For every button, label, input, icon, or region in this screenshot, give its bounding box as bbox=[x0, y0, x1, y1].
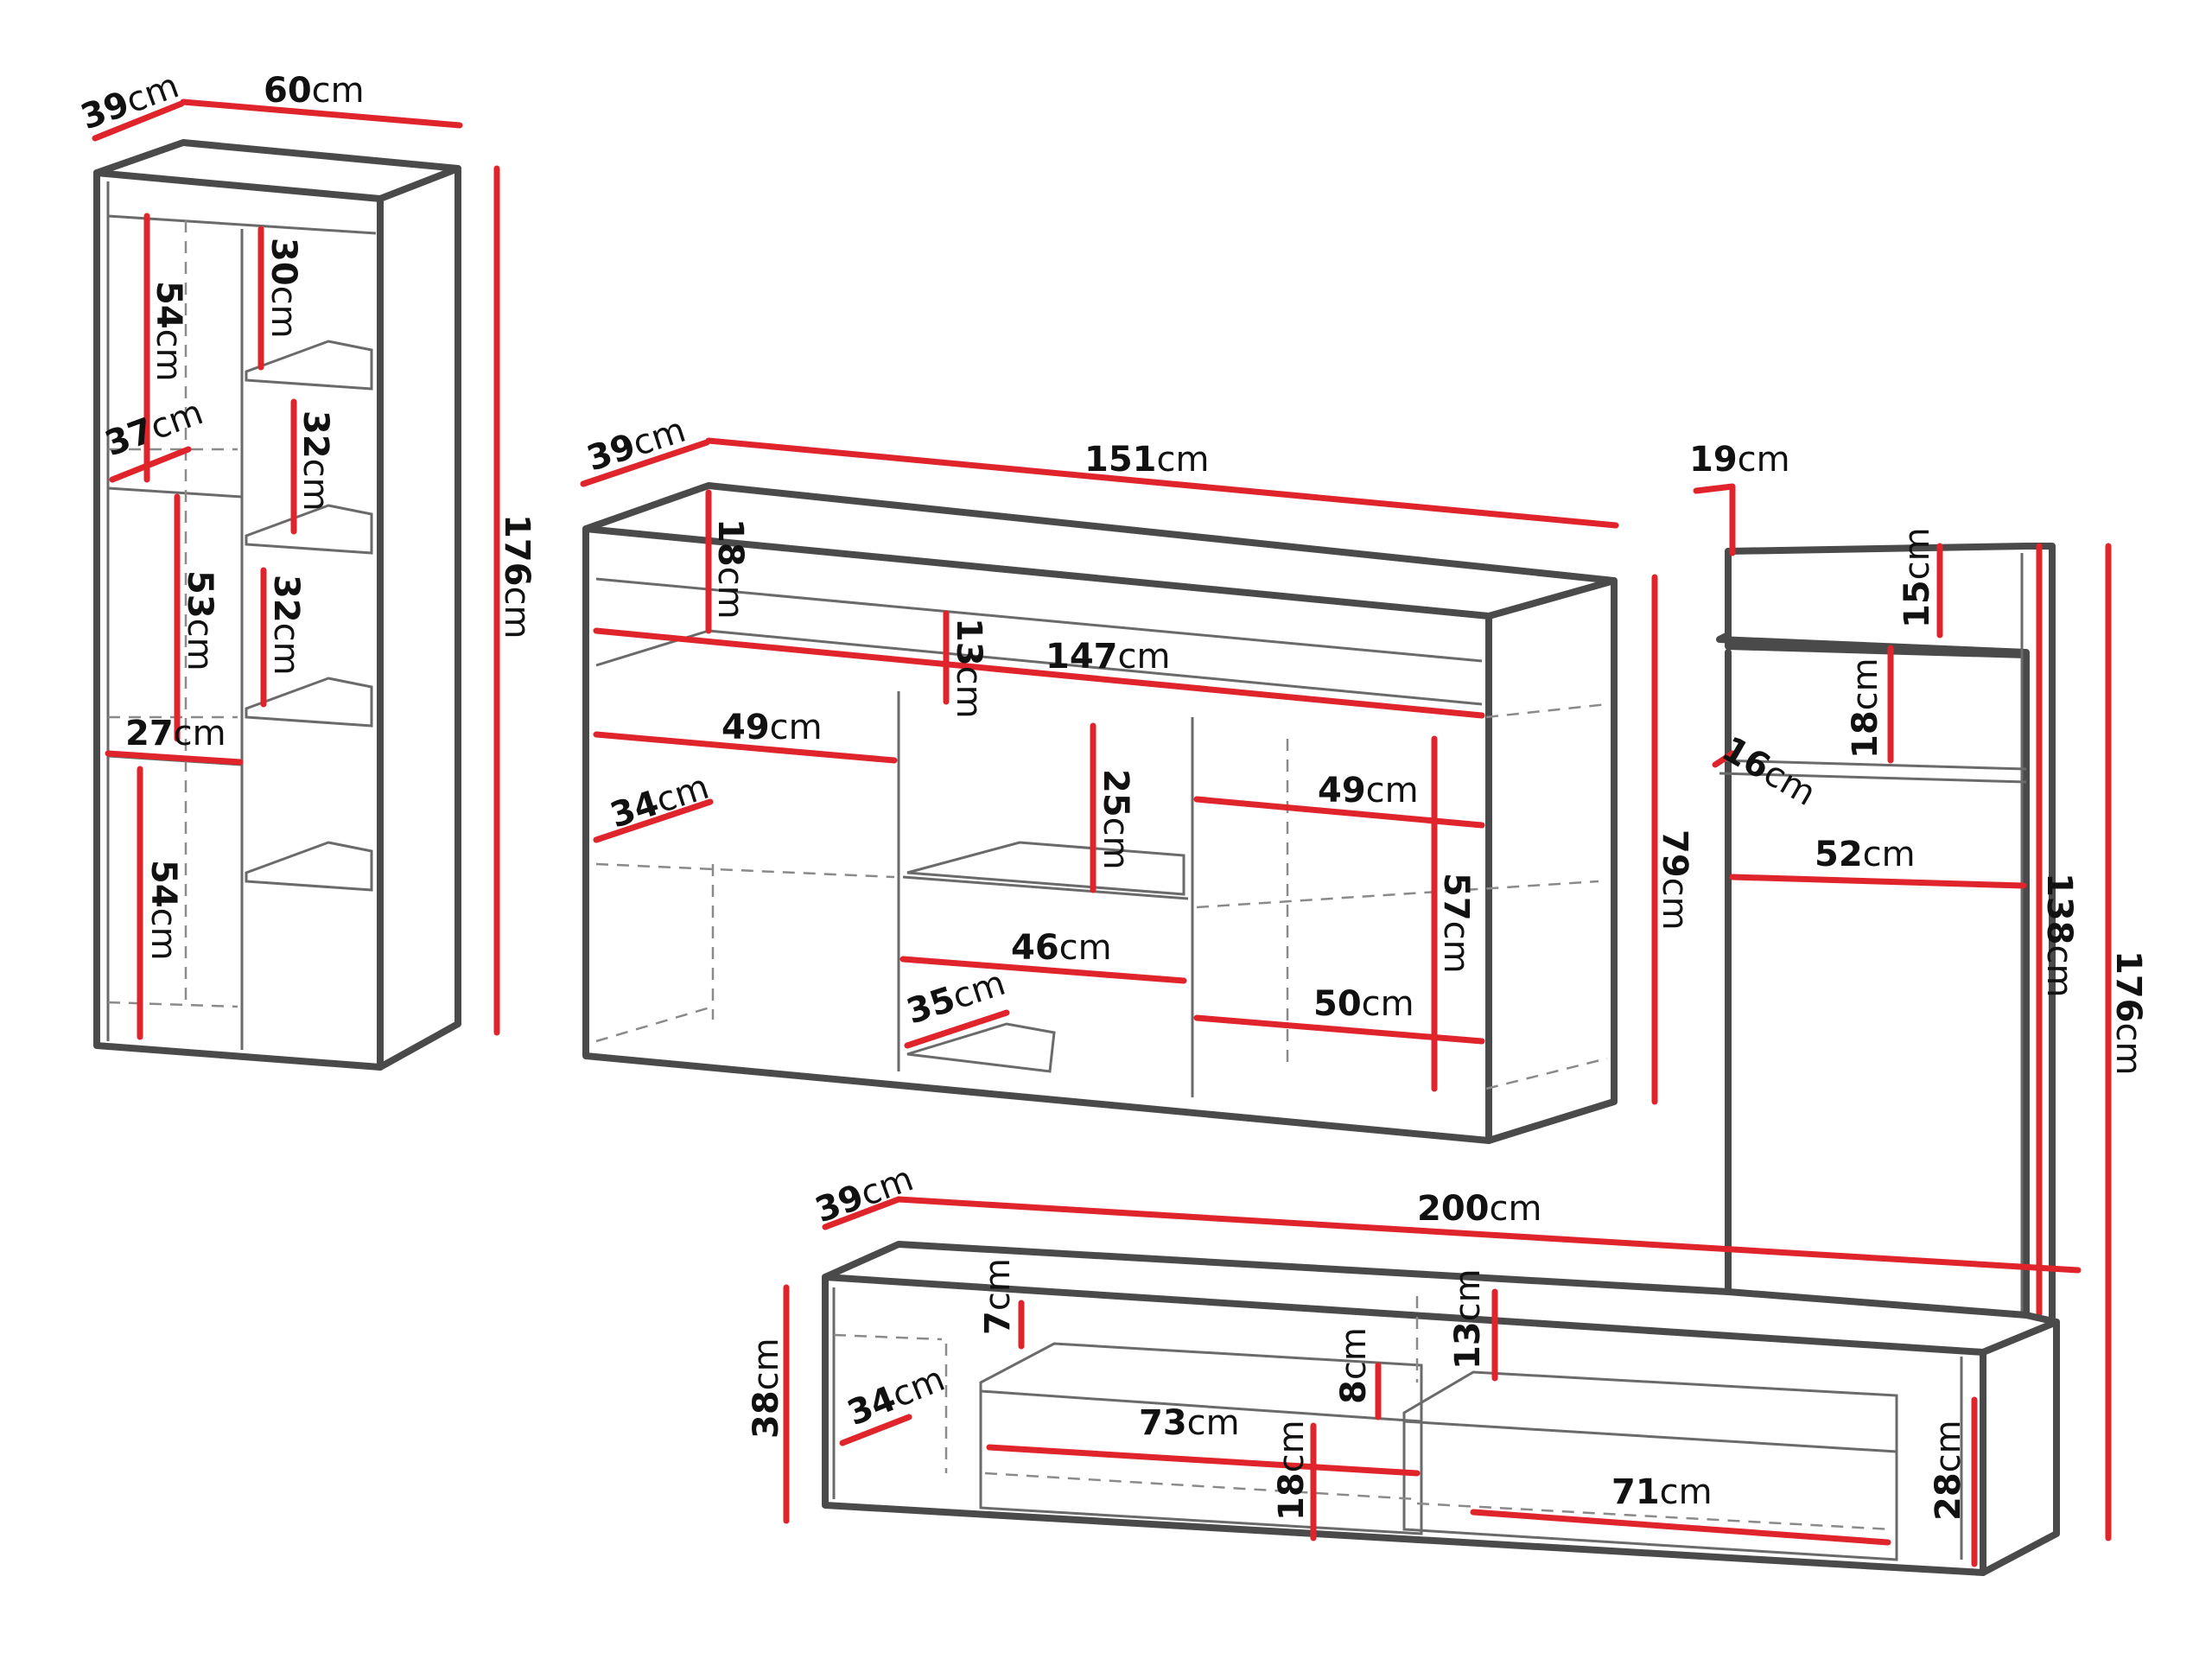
wall-panel bbox=[1716, 543, 2056, 1321]
sideboard bbox=[582, 482, 1618, 1144]
svg-text:52cm: 52cm bbox=[1815, 835, 1916, 874]
tv-stand-depth-line bbox=[822, 1196, 902, 1230]
svg-text:151cm: 151cm bbox=[1084, 440, 1209, 480]
svg-text:54cm: 54cm bbox=[149, 281, 188, 382]
wall-panel-labels: 19cm 15cm 18cm 16cm 52cm 138cm 176cm bbox=[1689, 440, 2148, 1075]
bookcase bbox=[93, 139, 461, 1071]
svg-text:13cm: 13cm bbox=[1448, 1268, 1488, 1370]
svg-text:49cm: 49cm bbox=[1318, 771, 1419, 810]
tv-stand-width-line bbox=[895, 1196, 2082, 1274]
svg-text:54cm: 54cm bbox=[143, 860, 183, 961]
svg-text:19cm: 19cm bbox=[1689, 440, 1790, 480]
svg-text:138cm: 138cm bbox=[2039, 873, 2079, 997]
wall-panel-depth-line bbox=[1693, 483, 1736, 494]
svg-text:27cm: 27cm bbox=[125, 714, 226, 753]
svg-text:32cm: 32cm bbox=[296, 410, 335, 512]
wall-panel-depth-value: 19 bbox=[1689, 440, 1738, 480]
bookcase-dimensions bbox=[92, 99, 500, 1040]
sideboard-width-line bbox=[705, 437, 1619, 529]
svg-text:73cm: 73cm bbox=[1139, 1403, 1240, 1443]
sideboard-labels: 39cm 151cm 79cm 18cm 13cm 147cm 49cm 34c… bbox=[582, 410, 1694, 1033]
svg-text:18cm: 18cm bbox=[1272, 1420, 1312, 1521]
svg-text:15cm: 15cm bbox=[1897, 527, 1937, 628]
svg-text:8cm: 8cm bbox=[1334, 1327, 1374, 1404]
svg-text:49cm: 49cm bbox=[721, 708, 823, 747]
svg-text:18cm: 18cm bbox=[1846, 658, 1885, 759]
svg-text:13cm: 13cm bbox=[949, 618, 988, 719]
svg-text:30cm: 30cm bbox=[264, 238, 303, 339]
wall-panel-dimensions bbox=[1693, 483, 2112, 1541]
wall-panel-height-value: 138 bbox=[2039, 873, 2079, 945]
svg-text:57cm: 57cm bbox=[1436, 873, 1476, 974]
svg-text:46cm: 46cm bbox=[1011, 928, 1112, 968]
svg-text:37cm: 37cm bbox=[100, 392, 208, 464]
bookcase-width-line bbox=[180, 99, 463, 129]
svg-text:176cm: 176cm bbox=[497, 514, 537, 639]
svg-text:60cm: 60cm bbox=[264, 71, 365, 111]
sideboard-width-value: 151 bbox=[1084, 440, 1157, 480]
svg-text:7cm: 7cm bbox=[978, 1258, 1018, 1335]
svg-text:39cm: 39cm bbox=[810, 1159, 918, 1230]
svg-text:200cm: 200cm bbox=[1417, 1189, 1541, 1229]
bookcase-depth-line bbox=[92, 100, 185, 142]
bookcase-width-value: 60 bbox=[264, 71, 312, 111]
svg-text:79cm: 79cm bbox=[1655, 830, 1694, 931]
svg-text:32cm: 32cm bbox=[266, 575, 306, 676]
wall-total-height-value: 176 bbox=[2108, 950, 2148, 1023]
tv-stand-height-value: 38 bbox=[747, 1390, 786, 1439]
sideboard-height-value: 79 bbox=[1655, 830, 1694, 878]
svg-text:50cm: 50cm bbox=[1313, 984, 1414, 1024]
svg-text:71cm: 71cm bbox=[1611, 1472, 1713, 1512]
svg-text:35cm: 35cm bbox=[902, 963, 1010, 1033]
sideboard-depth-line bbox=[580, 439, 710, 487]
svg-text:176cm: 176cm bbox=[2108, 950, 2148, 1075]
tv-stand-dimensions bbox=[783, 1196, 2082, 1567]
svg-text:28cm: 28cm bbox=[1929, 1420, 1968, 1521]
svg-text:34cm: 34cm bbox=[606, 767, 714, 836]
svg-text:53cm: 53cm bbox=[180, 570, 219, 671]
svg-text:38cm: 38cm bbox=[747, 1338, 786, 1439]
tv-stand-width-value: 200 bbox=[1417, 1189, 1490, 1229]
svg-text:147cm: 147cm bbox=[1046, 637, 1170, 677]
bookcase-height-value: 176 bbox=[497, 514, 537, 587]
svg-text:18cm: 18cm bbox=[710, 518, 750, 620]
sideboard-dimensions bbox=[580, 437, 1658, 1105]
tv-stand bbox=[822, 1241, 2060, 1576]
svg-text:25cm: 25cm bbox=[1096, 769, 1135, 870]
